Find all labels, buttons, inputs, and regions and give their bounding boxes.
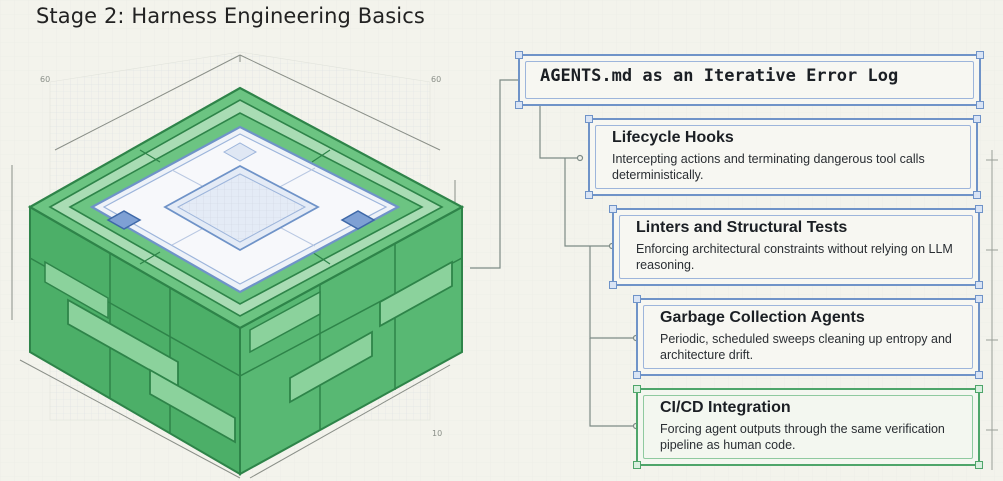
dimension-label-bottom: 10 (432, 429, 442, 438)
card-linters-structural-tests: Linters and Structural Tests Enforcing a… (609, 205, 983, 289)
card-description: Periodic, scheduled sweeps cleaning up e… (660, 332, 952, 362)
header-card: AGENTS.md as an Iterative Error Log (515, 51, 984, 109)
card-title: CI/CD Integration (660, 399, 791, 416)
card-ci-cd-integration: CI/CD Integration Forcing agent outputs … (633, 385, 983, 469)
card-title: Lifecycle Hooks (612, 129, 734, 146)
card-description: Enforcing architectural constraints with… (636, 242, 953, 272)
card-lifecycle-hooks: Lifecycle Hooks Intercepting actions and… (585, 115, 981, 199)
card-title: Linters and Structural Tests (636, 219, 848, 236)
card-garbage-collection-agents: Garbage Collection Agents Periodic, sche… (633, 295, 983, 379)
card-description: Intercepting actions and terminating dan… (612, 152, 925, 182)
header-card-title: AGENTS.md as an Iterative Error Log (540, 66, 899, 86)
dimension-label-right: 60 (431, 75, 441, 84)
page-title: Stage 2: Harness Engineering Basics (36, 4, 425, 28)
harness-box-illustration: 60 60 10 (11, 51, 465, 479)
card-title: Garbage Collection Agents (660, 309, 865, 326)
dimension-label-left: 60 (40, 75, 50, 84)
card-description: Forcing agent outputs through the same v… (660, 422, 945, 452)
